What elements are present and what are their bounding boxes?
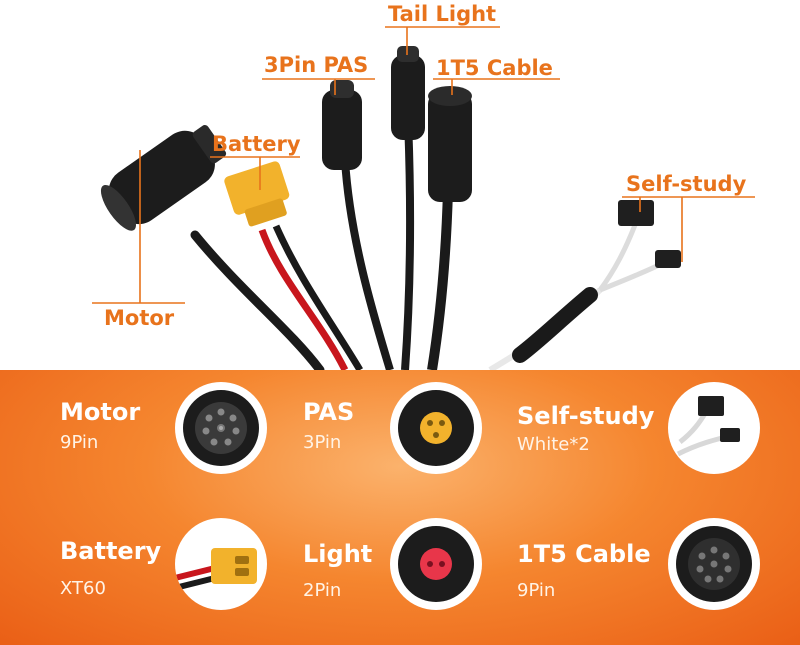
legend-battery-sub: XT60 — [60, 578, 106, 599]
legend-motor-title: Motor — [60, 398, 141, 426]
legend-light-title: Light — [303, 540, 373, 568]
legend-light-sub: 2Pin — [303, 580, 342, 601]
light-connector-icon — [390, 518, 482, 610]
legend-pas-title: PAS — [303, 398, 355, 426]
callout-battery: Battery — [212, 132, 301, 156]
legend-self-study-sub: White*2 — [517, 434, 590, 455]
callout-3pin-pas: 3Pin PAS — [264, 53, 369, 77]
cable-harness-illustration — [92, 26, 755, 370]
legend-1t5-title: 1T5 Cable — [517, 540, 651, 568]
legend-battery-title: Battery — [60, 537, 162, 565]
legend-pas-sub: 3Pin — [303, 432, 342, 453]
callout-tail-light: Tail Light — [388, 2, 497, 26]
callout-1t5-cable: 1T5 Cable — [436, 56, 553, 80]
pas-connector-icon — [390, 382, 482, 474]
legend-motor-sub: 9Pin — [60, 432, 99, 453]
legend-self-study-title: Self-study — [517, 402, 655, 430]
callout-motor: Motor — [104, 306, 175, 330]
callout-self-study: Self-study — [626, 172, 747, 196]
battery-connector-icon — [175, 518, 267, 610]
legend-1t5-sub: 9Pin — [517, 580, 556, 601]
self-study-connector-icon — [668, 382, 760, 474]
motor-connector-icon — [175, 382, 267, 474]
cable-1t5-connector-icon — [668, 518, 760, 610]
